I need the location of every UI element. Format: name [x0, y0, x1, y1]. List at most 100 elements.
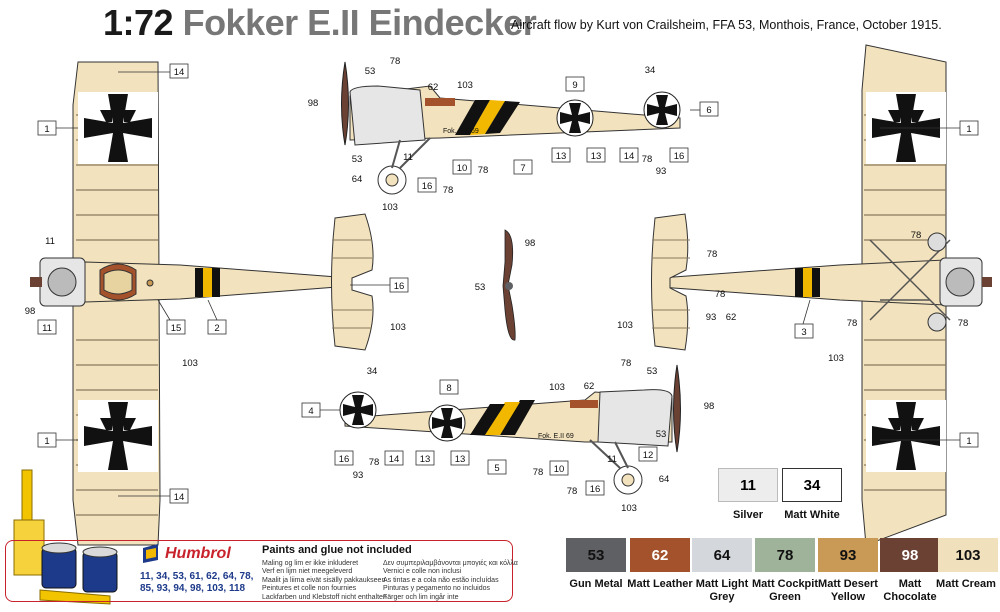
callout-9: 9 [572, 80, 577, 91]
callout-13-b: 13 [591, 151, 602, 162]
callout-6: 6 [706, 105, 711, 116]
callout-1-d: 1 [966, 436, 971, 447]
label-62-b: 62 [726, 312, 737, 323]
label-62-a: 62 [428, 82, 439, 93]
top-view-wing-left [72, 61, 161, 546]
callout-5: 5 [494, 463, 499, 474]
callout-2: 2 [214, 323, 219, 334]
label-103-c: 103 [182, 358, 198, 369]
notice-line: Verf en lijm niet meegeleverd [262, 568, 353, 576]
top-view-fuselage-left [30, 257, 351, 307]
callout-3: 3 [801, 327, 806, 338]
label-64-a: 64 [352, 174, 363, 185]
subtitle: Aircraft flow by Kurt von Crailsheim, FF… [511, 18, 942, 32]
swatch-78: 78 [755, 538, 815, 572]
side-view-lower: Fok. E.II 69 [339, 364, 681, 495]
bottom-view-tailplane-right [651, 213, 690, 351]
label-34-b: 34 [367, 366, 378, 377]
swatch-64: 64 [692, 538, 752, 572]
label-103-e: 103 [617, 320, 633, 331]
callout-14-c: 14 [624, 151, 635, 162]
callout-10-a: 10 [457, 163, 468, 174]
label-98-b: 98 [25, 306, 36, 317]
label-103-a: 103 [457, 80, 473, 91]
label-93-b: 93 [706, 312, 717, 323]
label-78-e: 78 [707, 249, 718, 260]
label-11-c: 11 [607, 454, 617, 465]
callout-13-a: 13 [556, 151, 567, 162]
callout-15: 15 [171, 323, 182, 334]
swatch-11-label: Silver [733, 509, 763, 521]
notice-line: Färger och lim ingår inte [383, 593, 459, 601]
serial-marking-upper: Fok. E.II 69 [443, 128, 479, 135]
label-53-e: 53 [656, 429, 667, 440]
label-103-h: 103 [621, 503, 637, 514]
swatch-62-label: Matt Leather [627, 578, 693, 590]
callout-8: 8 [446, 383, 451, 394]
humbrol-logo-icon [143, 544, 158, 563]
humbrol-codes-line2: 85, 93, 94, 98, 103, 118 [140, 583, 246, 594]
callout-1-a: 1 [44, 124, 49, 135]
callout-13-d: 13 [455, 454, 466, 465]
scale-label: 1:72 [103, 2, 174, 43]
callout-11: 11 [42, 323, 52, 334]
label-78-k: 78 [621, 358, 632, 369]
notice-line: Peintures et colle non fournies [262, 585, 357, 593]
callout-7: 7 [520, 163, 525, 174]
swatch-53-label: Gun Metal [569, 578, 623, 590]
label-78-g: 78 [847, 318, 858, 329]
swatch-11: 11 [718, 468, 778, 502]
label-93-c: 93 [353, 470, 364, 481]
label-53-a: 53 [365, 66, 376, 77]
paints-notice-lines-left: Maling og lim er ikke inkluderet Verf en… [262, 560, 387, 602]
serial-marking-lower: Fok. E.II 69 [538, 433, 574, 440]
label-103-g: 103 [549, 382, 565, 393]
bottom-view-fuselage-right [659, 232, 992, 332]
swatch-78-label: Matt Cockpit Green [752, 578, 818, 603]
callout-16-b: 16 [422, 181, 433, 192]
label-78-a: 78 [390, 56, 401, 67]
model-name: Fokker E.II Eindecker [182, 2, 537, 43]
swatch-103: 103 [938, 538, 998, 572]
swatch-62: 62 [630, 538, 690, 572]
label-103-d: 103 [390, 322, 406, 333]
callout-16-top: 16 [394, 281, 405, 292]
notice-line: Lackfarben und Klebstoff nicht enthalten [262, 593, 387, 601]
paints-notice-title: Paints and glue not included [262, 544, 412, 556]
callout-16-c: 16 [339, 454, 350, 465]
label-62-c: 62 [584, 381, 595, 392]
label-78-c: 78 [478, 165, 489, 176]
humbrol-codes-line1: 11, 34, 53, 61, 62, 64, 78, [140, 571, 254, 582]
label-78-i: 78 [911, 230, 922, 241]
label-11-b: 11 [45, 236, 55, 247]
callout-1-b: 1 [44, 436, 49, 447]
callout-4: 4 [308, 406, 313, 417]
label-103-f: 103 [828, 353, 844, 364]
swatch-93-label: Matt Desert Yellow [818, 578, 878, 603]
label-53-d: 53 [647, 366, 658, 377]
notice-line: Maalit ja liima eivät sisälly pakkauksee… [262, 576, 386, 584]
paints-notice-lines-right: Δεν συμπεριλαμβάνονται μπογιές και κόλλα… [383, 560, 518, 602]
propeller-detail [502, 229, 516, 341]
label-98-a: 98 [308, 98, 319, 109]
label-53-b: 53 [352, 154, 363, 165]
swatch-93: 93 [818, 538, 878, 572]
page-title: 1:72 Fokker E.II Eindecker [103, 2, 537, 44]
swatch-98-label: Matt Chocolate [883, 578, 937, 603]
label-93-a: 93 [656, 166, 667, 177]
label-64-b: 64 [659, 474, 670, 485]
top-view-tailplane-left [331, 213, 374, 351]
paint-supplies-illustration [13, 469, 118, 605]
label-78-j: 78 [369, 457, 380, 468]
callouts [37, 63, 979, 504]
label-78-h: 78 [958, 318, 969, 329]
swatch-98: 98 [880, 538, 940, 572]
notice-line: Δεν συμπεριλαμβάνονται μπογιές και κόλλα [383, 560, 518, 567]
label-98-d: 98 [704, 401, 715, 412]
label-78-f: 78 [715, 289, 726, 300]
humbrol-codes: 11, 34, 53, 61, 62, 64, 78, 85, 93, 94, … [140, 571, 253, 595]
swatch-103-label: Matt Cream [936, 578, 996, 590]
label-98-c: 98 [525, 238, 536, 249]
swatch-53: 53 [566, 538, 626, 572]
